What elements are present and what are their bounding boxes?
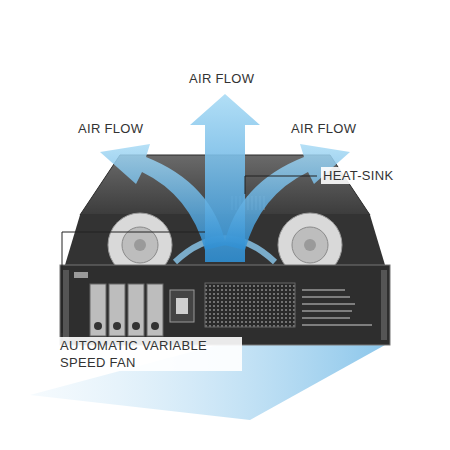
feature-list-lines xyxy=(302,290,372,325)
logo xyxy=(74,272,88,278)
air-flow-label: AIR FLOW xyxy=(289,120,358,137)
leader-line xyxy=(245,176,317,194)
front-panel xyxy=(60,265,390,345)
air-flow-label: AIR FLOW xyxy=(187,70,256,87)
air-flow-arrow xyxy=(224,144,350,250)
module-knobs xyxy=(94,322,159,330)
air-flow-arrow xyxy=(100,144,226,250)
part-label: AUTOMATIC VARIABLE SPEED FAN xyxy=(58,337,242,371)
part-label: HEAT-SINK xyxy=(321,167,395,184)
air-flow-arrow xyxy=(190,94,260,262)
leader-line xyxy=(62,232,205,333)
channel-modules xyxy=(90,284,163,336)
power-switch-frame xyxy=(170,290,194,322)
rack-ear xyxy=(63,270,69,340)
rack-ear xyxy=(381,270,387,340)
vent-grille xyxy=(205,283,295,327)
power-switch xyxy=(176,298,188,314)
air-flow-label: AIR FLOW xyxy=(76,120,145,137)
